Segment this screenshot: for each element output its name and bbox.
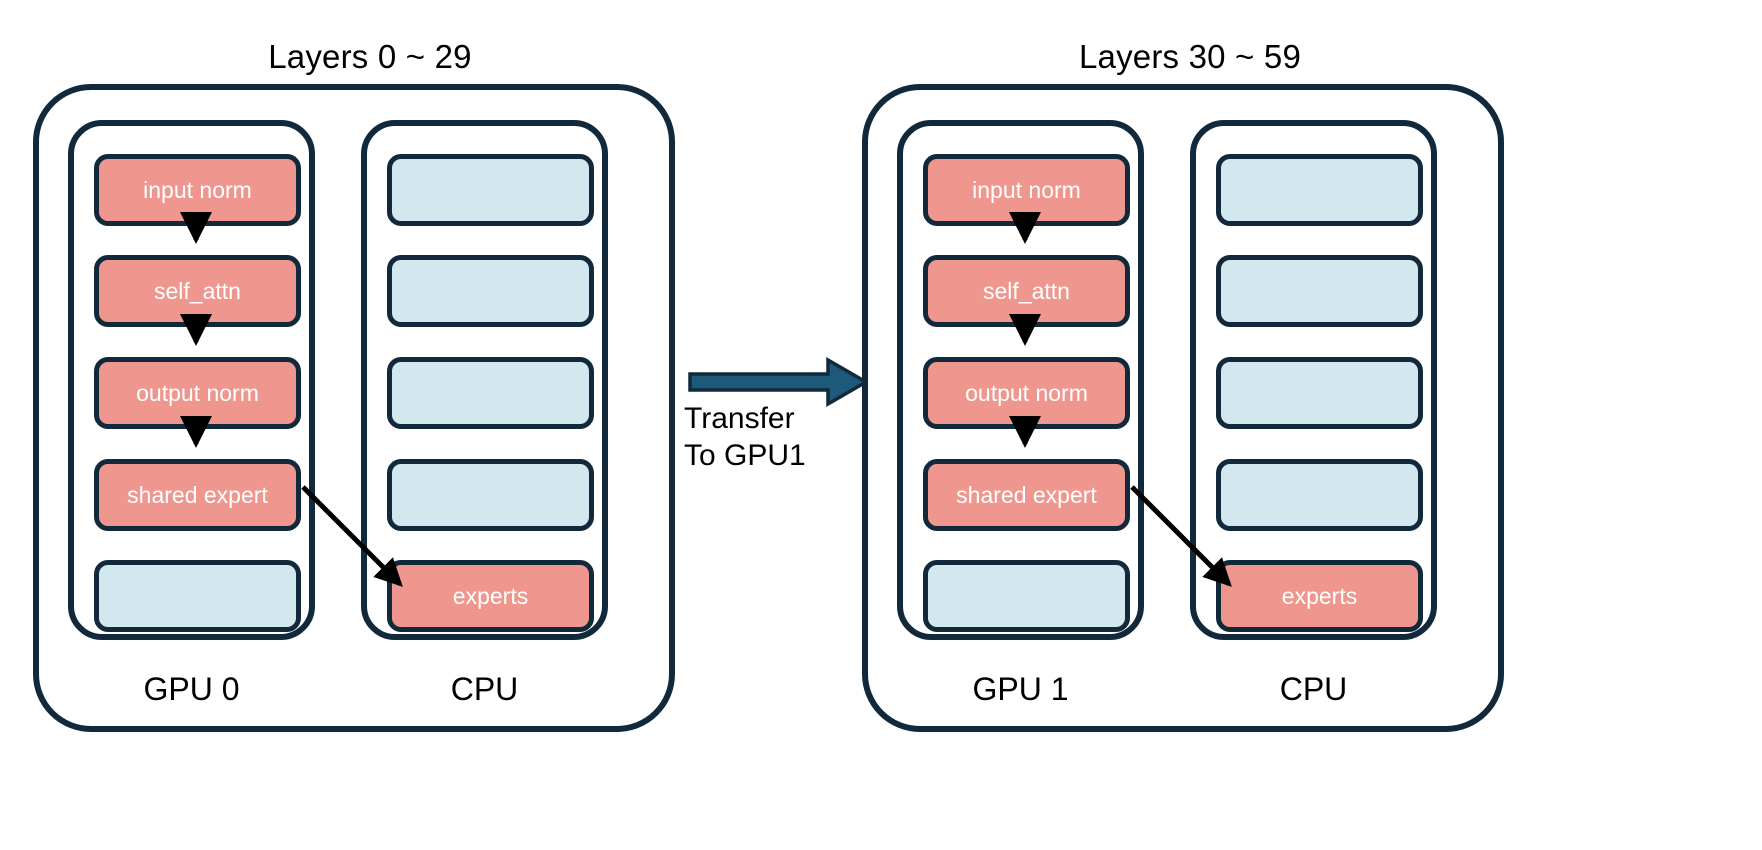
block-cpu-empty-5[interactable] [1216, 154, 1423, 226]
block-experts-2[interactable]: experts [1216, 560, 1423, 632]
transfer-caption: Transfer To GPU1 [684, 400, 874, 474]
block-cpu-empty-3[interactable] [387, 357, 594, 429]
block-input-norm-2[interactable]: input norm [923, 154, 1130, 226]
device-label-cpu-1: CPU [1279, 671, 1348, 707]
block-cpu-empty-1[interactable] [387, 154, 594, 226]
device-label-gpu-0: GPU 0 [143, 671, 240, 707]
block-cpu-empty-4[interactable] [387, 459, 594, 531]
block-experts[interactable]: experts [387, 560, 594, 632]
block-cpu-empty-6[interactable] [1216, 255, 1423, 327]
device-label-cpu-0: CPU [450, 671, 519, 707]
device-panel-right: input norm self_attn output norm shared … [862, 84, 1504, 732]
block-cpu-empty-8[interactable] [1216, 459, 1423, 531]
transfer-caption-line-1: Transfer [684, 402, 795, 435]
device-label-gpu-1: GPU 1 [972, 671, 1069, 707]
block-input-norm[interactable]: input norm [94, 154, 301, 226]
block-self-attn[interactable]: self_attn [94, 255, 301, 327]
block-gpu-empty[interactable] [94, 560, 301, 632]
panel-title-left: Layers 0 ~ 29 [268, 38, 472, 75]
panel-title-right: Layers 30 ~ 59 [1078, 38, 1302, 75]
block-output-norm[interactable]: output norm [94, 357, 301, 429]
gpu-column-right: input norm self_attn output norm shared … [897, 120, 1144, 640]
block-output-norm-2[interactable]: output norm [923, 357, 1130, 429]
block-shared-expert[interactable]: shared expert [94, 459, 301, 531]
device-panel-left: input norm self_attn output norm shared … [33, 84, 675, 732]
block-self-attn-2[interactable]: self_attn [923, 255, 1130, 327]
cpu-column-left: experts [361, 120, 608, 640]
block-gpu-empty-2[interactable] [923, 560, 1130, 632]
block-cpu-empty-7[interactable] [1216, 357, 1423, 429]
transfer-caption-line-2: To GPU1 [684, 439, 806, 473]
transfer-arrow-icon [688, 356, 870, 408]
block-shared-expert-2[interactable]: shared expert [923, 459, 1130, 531]
cpu-column-right: experts [1190, 120, 1437, 640]
gpu-column-left: input norm self_attn output norm shared … [68, 120, 315, 640]
block-cpu-empty-2[interactable] [387, 255, 594, 327]
